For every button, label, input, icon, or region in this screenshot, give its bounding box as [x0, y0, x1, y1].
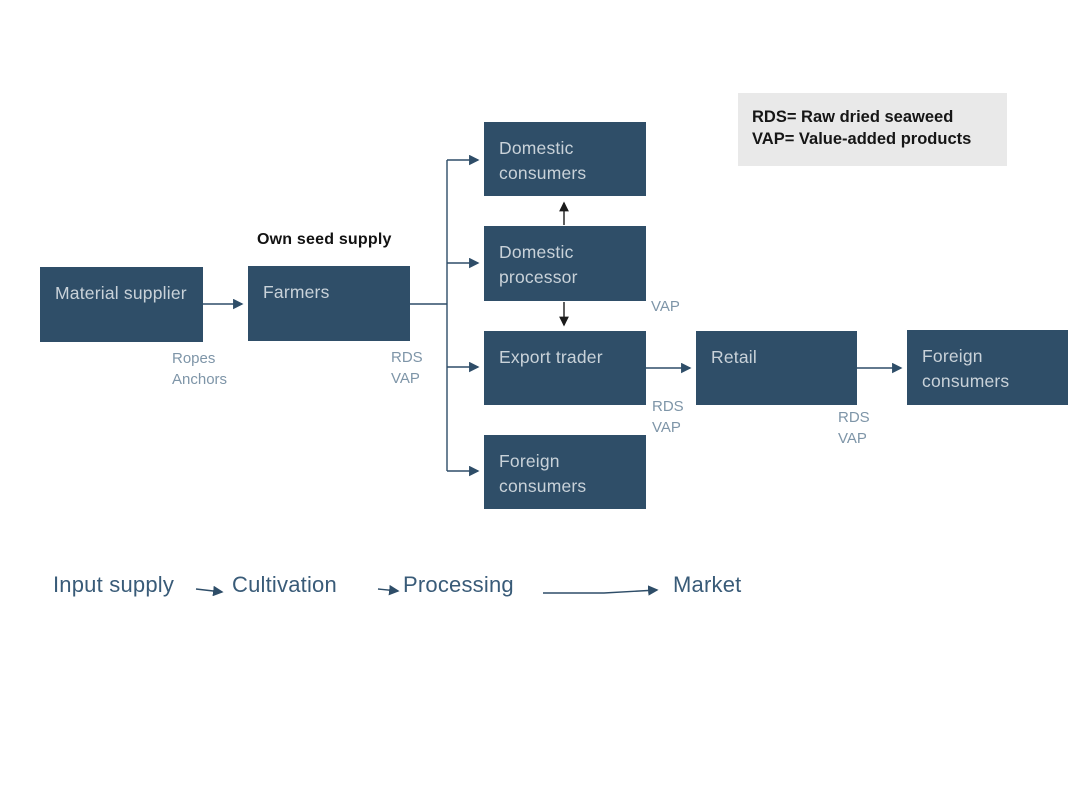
box-farmers: Farmers	[248, 266, 410, 341]
box-material-supplier: Material supplier	[40, 267, 203, 342]
label-rds-vap-after-farmers: RDS VAP	[391, 349, 423, 387]
arrow-cultivation-to-processing	[377, 584, 400, 596]
label-ropes-anchors: Ropes Anchors	[172, 350, 228, 388]
legend-line-rds: RDS= Raw dried seaweed	[752, 108, 954, 126]
legend-box: RDS= Raw dried seaweed VAP= Value-added …	[738, 93, 1007, 166]
label-rds-vap-after-export-trader: RDS VAP	[652, 398, 684, 436]
label-rds-vap-after-retail: RDS VAP	[838, 409, 870, 447]
legend-line-vap: VAP= Value-added products	[752, 130, 972, 148]
box-retail: Retail	[696, 331, 857, 405]
box-foreign-consumers-left: Foreign consumers	[484, 435, 646, 509]
box-export-trader: Export trader	[484, 331, 646, 405]
stage-processing: Processing	[403, 572, 514, 597]
label-own-seed-supply: Own seed supply	[257, 231, 392, 248]
stage-input-supply: Input supply	[53, 572, 175, 597]
box-domestic-consumers: Domestic consumers	[484, 122, 646, 196]
arrow-processing-to-market	[543, 585, 659, 596]
stage-market: Market	[673, 572, 742, 597]
stage-cultivation: Cultivation	[232, 572, 337, 597]
arrow-input-to-cultivation	[195, 585, 224, 597]
box-foreign-consumers-right: Foreign consumers	[907, 330, 1068, 405]
label-vap-after-processor: VAP	[651, 298, 680, 315]
box-domestic-processor: Domestic processor	[484, 226, 646, 301]
